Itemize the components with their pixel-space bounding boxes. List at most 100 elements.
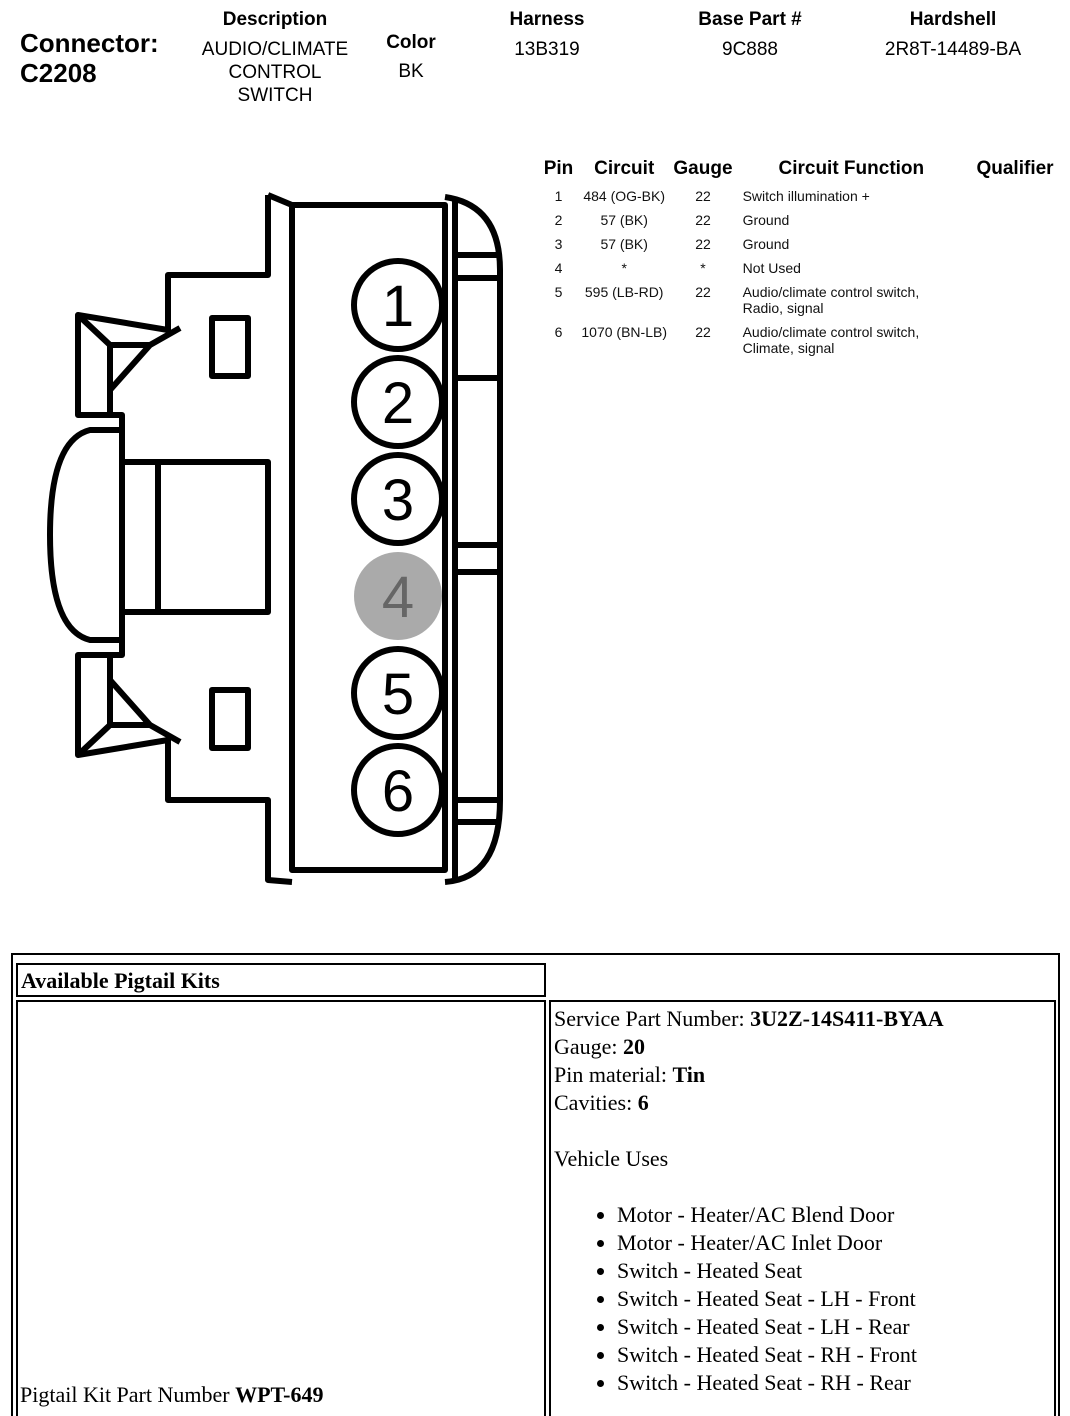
latch-arm-upper bbox=[75, 312, 182, 415]
list-item: Switch - Heated Seat - RH - Front bbox=[617, 1341, 1054, 1369]
table-row: 3 57 (BK) 22 Ground bbox=[536, 236, 1070, 260]
pin-circle bbox=[354, 552, 442, 640]
service-part-row: Service Part Number: 3U2Z-14S411-BYAA bbox=[551, 1005, 1054, 1033]
cavities-row: Cavities: 6 bbox=[551, 1089, 1054, 1117]
cell-circuit: 57 (BK) bbox=[600, 236, 648, 252]
list-item: Switch - Heated Seat bbox=[617, 1257, 1054, 1285]
latch-arm-lower bbox=[75, 655, 182, 758]
list-item: Switch - Heated Seat - LH - Front bbox=[617, 1285, 1054, 1313]
cell-circuit: 1070 (BN-LB) bbox=[581, 324, 667, 340]
cell-circuit: 595 (LB-RD) bbox=[584, 284, 664, 300]
cell-gauge: 22 bbox=[695, 236, 711, 252]
color-value: BK bbox=[398, 61, 424, 82]
header-circuit: Circuit bbox=[594, 158, 655, 179]
cell-qualifier bbox=[960, 324, 1070, 364]
hardshell-block: Hardshell 2R8T-14489-BA bbox=[860, 9, 1046, 61]
cell-pin: 5 bbox=[554, 284, 563, 300]
pin-material-label: Pin material: bbox=[554, 1062, 668, 1087]
pin-circle bbox=[351, 743, 445, 837]
right-shell bbox=[444, 194, 503, 885]
cell-gauge: 22 bbox=[695, 284, 711, 300]
right-shell-ribs bbox=[455, 252, 500, 825]
pigtail-kit-image-panel: Pigtail Kit Part Number WPT-649 bbox=[16, 1000, 546, 1416]
pin-number: 5 bbox=[382, 662, 414, 727]
cell-qualifier bbox=[960, 188, 1070, 212]
base-part-label: Base Part # bbox=[698, 9, 802, 30]
cell-qualifier bbox=[960, 260, 1070, 284]
pin-number: 4 bbox=[382, 565, 414, 630]
list-item: Switch - Heated Seat - LH - Rear bbox=[617, 1313, 1054, 1341]
harness-value: 13B319 bbox=[514, 39, 580, 60]
table-row: 2 57 (BK) 22 Ground bbox=[536, 212, 1070, 236]
cell-function: Ground bbox=[742, 212, 790, 228]
connector-label: Connector: bbox=[20, 28, 159, 58]
pin-number: 1 bbox=[382, 274, 414, 339]
cell-qualifier bbox=[960, 236, 1070, 260]
latch-window-upper bbox=[209, 315, 251, 379]
latch-window-lower bbox=[209, 687, 251, 751]
kit-part-value: WPT-649 bbox=[235, 1382, 324, 1407]
description-line: SWITCH bbox=[237, 85, 313, 106]
cell-function: Audio/climate control switch, Radio, sig… bbox=[742, 284, 920, 316]
pin-table: Pin Circuit Gauge Circuit Function Quali… bbox=[536, 158, 1070, 364]
pin-circle bbox=[351, 452, 445, 546]
cell-pin: 3 bbox=[554, 236, 563, 252]
header-pin: Pin bbox=[543, 158, 574, 179]
cell-gauge: 22 bbox=[695, 188, 711, 204]
list-item: Motor - Heater/AC Blend Door bbox=[617, 1201, 1054, 1229]
vehicle-uses-title: Vehicle Uses bbox=[554, 1146, 669, 1171]
service-part-value: 3U2Z-14S411-BYAA bbox=[750, 1006, 944, 1031]
table-row: 5 595 (LB-RD) 22 Audio/climate control s… bbox=[536, 284, 1070, 324]
header-circuit-function: Circuit Function bbox=[778, 158, 925, 179]
harness-label: Harness bbox=[509, 9, 585, 30]
harness-block: Harness 13B319 bbox=[485, 9, 609, 61]
cell-circuit: * bbox=[621, 260, 627, 276]
pin-cavity-wall bbox=[289, 202, 448, 873]
connector-id: C2208 bbox=[20, 58, 97, 88]
cell-gauge: * bbox=[700, 260, 706, 276]
cell-pin: 1 bbox=[554, 188, 563, 204]
pin-number: 3 bbox=[382, 468, 414, 533]
cavities-label: Cavities: bbox=[554, 1090, 633, 1115]
base-part-block: Base Part # 9C888 bbox=[675, 9, 825, 61]
gauge-value: 20 bbox=[623, 1034, 646, 1059]
pigtail-kit-title: Available Pigtail Kits bbox=[16, 963, 546, 997]
pigtail-kit-frame bbox=[11, 953, 1060, 1416]
header-qualifier: Qualifier bbox=[976, 158, 1054, 179]
cell-pin: 4 bbox=[554, 260, 563, 276]
cell-pin: 6 bbox=[554, 324, 563, 340]
gauge-label: Gauge: bbox=[554, 1034, 618, 1059]
description-label: Description bbox=[222, 9, 328, 30]
color-label: Color bbox=[386, 32, 436, 53]
table-row: 1 484 (OG-BK) 22 Switch illumination + bbox=[536, 188, 1070, 212]
service-part-label: Service Part Number: bbox=[554, 1006, 745, 1031]
pin-material-row: Pin material: Tin bbox=[551, 1061, 1054, 1089]
cell-circuit: 57 (BK) bbox=[600, 212, 648, 228]
table-row: 4 * * Not Used bbox=[536, 260, 1070, 284]
kit-part-label: Pigtail Kit Part Number bbox=[20, 1382, 230, 1407]
header-gauge: Gauge bbox=[673, 158, 733, 179]
connector-heading: Connector: C2208 bbox=[20, 28, 159, 88]
cell-gauge: 22 bbox=[695, 324, 711, 340]
list-item: Motor - Heater/AC Inlet Door bbox=[617, 1229, 1054, 1257]
connector-housing-outline bbox=[47, 195, 293, 885]
cavities-value: 6 bbox=[637, 1090, 649, 1115]
pin-number: 2 bbox=[382, 371, 414, 436]
pin-circle bbox=[351, 646, 445, 740]
cell-qualifier bbox=[960, 212, 1070, 236]
pin-circle bbox=[351, 355, 445, 449]
list-item: Switch - Heated Seat - RH - Rear bbox=[617, 1369, 1054, 1397]
latch-body bbox=[119, 430, 271, 640]
cell-function: Not Used bbox=[742, 260, 801, 276]
gauge-row: Gauge: 20 bbox=[551, 1033, 1054, 1061]
pigtail-kit-details: Service Part Number: 3U2Z-14S411-BYAA Ga… bbox=[549, 1000, 1056, 1416]
cell-function: Audio/climate control switch, Climate, s… bbox=[742, 324, 920, 356]
cell-circuit: 484 (OG-BK) bbox=[583, 188, 666, 204]
cell-function: Ground bbox=[742, 236, 790, 252]
cell-function: Switch illumination + bbox=[742, 188, 870, 204]
hardshell-label: Hardshell bbox=[909, 9, 997, 30]
pin-circle bbox=[351, 258, 445, 352]
table-row: 6 1070 (BN-LB) 22 Audio/climate control … bbox=[536, 324, 1070, 364]
cell-gauge: 22 bbox=[695, 212, 711, 228]
